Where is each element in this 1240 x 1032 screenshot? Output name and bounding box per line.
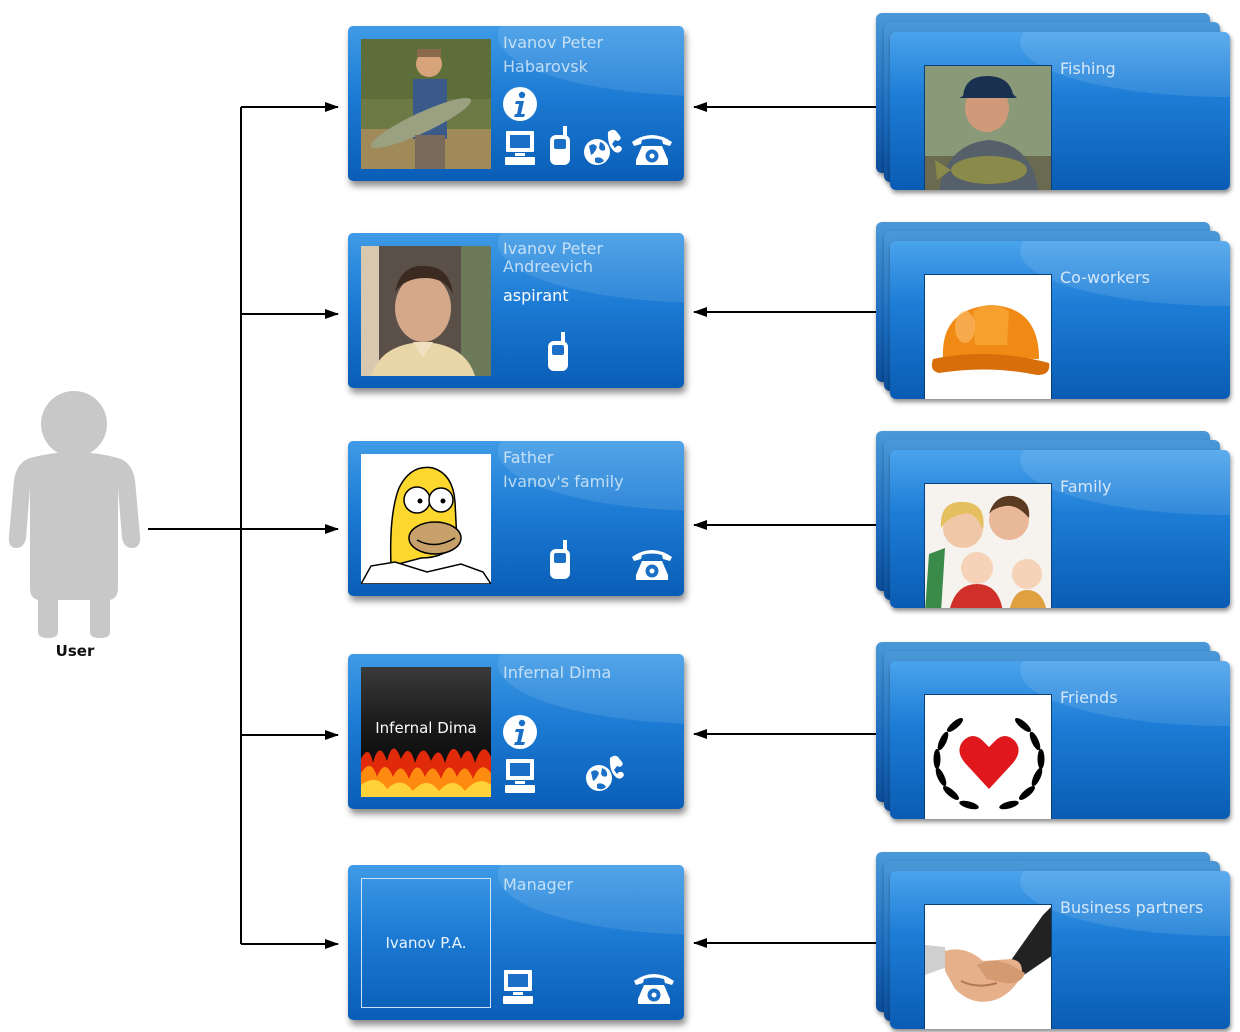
placeholder-avatar: Ivanov P.A. — [361, 878, 491, 1008]
contact-card-1[interactable]: Ivanov Peter Habarovsk — [348, 26, 684, 181]
group-title: Friends — [1060, 688, 1118, 707]
info-icon[interactable] — [502, 86, 538, 122]
contact-card-2[interactable]: Ivanov Peter Andreevich aspirant — [348, 233, 684, 388]
info-icon[interactable] — [502, 714, 538, 750]
man-portrait-photo — [361, 246, 491, 376]
group-stack-fishing[interactable]: Fishing — [876, 13, 1230, 193]
card-subtitle-line: Habarovsk — [503, 57, 588, 76]
card-subtitle-line: Ivanov's family — [503, 472, 624, 491]
family-photo — [924, 483, 1052, 608]
card-name-line: Ivanov Peter — [503, 33, 604, 52]
card-name-line: Infernal Dima — [503, 663, 612, 682]
globe-phone-icon[interactable] — [582, 128, 626, 168]
group-title: Fishing — [1060, 59, 1116, 78]
group-stack-friends[interactable]: Friends — [876, 642, 1230, 822]
mobile-phone-icon[interactable] — [548, 126, 574, 166]
user-figure-icon[interactable] — [8, 388, 142, 638]
user-label: User — [55, 642, 95, 660]
contact-card-3[interactable]: Father Ivanov's family — [348, 441, 684, 596]
mobile-phone-icon[interactable] — [548, 539, 574, 581]
telephone-icon[interactable] — [632, 969, 676, 1005]
group-title: Family — [1060, 477, 1112, 496]
mobile-phone-icon[interactable] — [546, 331, 572, 373]
fire-avatar: Infernal Dima — [361, 667, 491, 797]
avatar-caption: Infernal Dima — [375, 719, 477, 737]
heart-wreath-photo — [924, 694, 1052, 819]
contact-card-5[interactable]: Ivanov P.A. Manager — [348, 865, 684, 1020]
group-stack-co-workers[interactable]: Co-workers — [876, 222, 1230, 402]
fishing-photo — [924, 65, 1052, 190]
computer-icon[interactable] — [504, 130, 536, 166]
cartoon-avatar — [361, 454, 491, 584]
group-stack-family[interactable]: Family — [876, 431, 1230, 611]
card-name-line: Ivanov Peter — [503, 239, 604, 258]
card-status-line: aspirant — [503, 286, 569, 305]
group-title: Co-workers — [1060, 268, 1150, 287]
card-subtitle-line: Andreevich — [503, 257, 594, 276]
handshake-photo — [924, 904, 1052, 1029]
fisherman-photo — [361, 39, 491, 169]
card-name-line: Manager — [503, 875, 574, 894]
contact-card-4[interactable]: Infernal Dima Infernal Dima — [348, 654, 684, 809]
telephone-icon[interactable] — [630, 130, 674, 166]
group-title: Business partners — [1060, 898, 1204, 917]
computer-icon[interactable] — [502, 969, 534, 1005]
group-stack-business-partners[interactable]: Business partners — [876, 852, 1230, 1032]
computer-icon[interactable] — [504, 758, 536, 794]
hard-hat-photo — [924, 274, 1052, 399]
telephone-icon[interactable] — [630, 545, 674, 581]
globe-phone-icon[interactable] — [584, 754, 628, 794]
card-name-line: Father — [503, 448, 554, 467]
